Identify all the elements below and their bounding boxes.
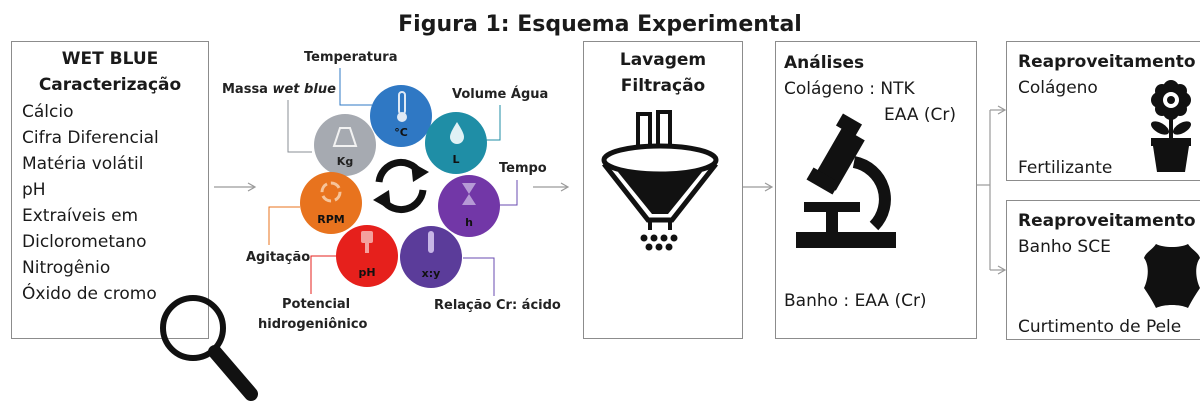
thermometer-icon: [397, 91, 407, 122]
leader-lines: [268, 68, 518, 296]
wet-blue-box: WET BLUE Caracterização Cálcio Cifra Dif…: [11, 41, 209, 339]
wet-blue-subtitle: Caracterização: [38, 75, 182, 95]
label-agitacao: Agitação: [246, 250, 311, 265]
ratio-text: x:y: [421, 267, 441, 280]
characterization-item: Cifra Diferencial: [22, 128, 159, 148]
label-temperatura: Temperatura: [304, 50, 398, 65]
ph-text: pH: [358, 266, 376, 279]
colageno-ntk: Colágeno : NTK: [784, 79, 915, 99]
ratio-circle: x:y: [400, 226, 462, 288]
characterization-item: Nitrogênio: [22, 258, 111, 278]
reaproveitamento-banho-box: Reaproveitamento Banho SCE Curtimento de…: [1006, 200, 1200, 340]
characterization-item: pH: [22, 180, 46, 200]
label-relacao: Relação Cr: ácido: [434, 298, 561, 313]
microscope-icon: [796, 113, 896, 248]
label-massa-italic: wet blue: [272, 82, 336, 97]
time-text: h: [465, 216, 473, 229]
magnifier-icon: [160, 295, 258, 401]
analises-title: Análises: [784, 53, 865, 73]
funnel-icon: [601, 110, 719, 251]
label-tempo: Tempo: [499, 161, 547, 176]
cycle-arrows-icon: [373, 159, 429, 213]
filtracao-label: Filtração: [620, 76, 706, 96]
colageno-eaa: EAA (Cr): [884, 105, 957, 125]
reaproveitamento-title-2: Reaproveitamento: [1018, 211, 1196, 231]
reaproveitamento-fertilizante: Fertilizante: [1018, 158, 1113, 178]
label-potencial-1: Potencial: [282, 297, 351, 312]
water-drop-icon: [450, 122, 464, 144]
wet-blue-title: WET BLUE: [61, 49, 159, 69]
temperature-text: °C: [394, 126, 408, 139]
water-volume-text: L: [452, 153, 460, 166]
characterization-item: Diclorometano: [22, 232, 147, 252]
reaproveitamento-title-1: Reaproveitamento: [1018, 52, 1196, 72]
reaproveitamento-curtimento: Curtimento de Pele: [1018, 317, 1182, 337]
characterization-item: Extraíveis em: [22, 206, 139, 226]
characterization-item: Cálcio: [22, 102, 74, 122]
hourglass-icon: [462, 183, 476, 205]
reaproveitamento-colageno: Colágeno: [1018, 78, 1098, 98]
reaproveitamento-banho-sce: Banho SCE: [1018, 237, 1111, 257]
arrow-wetblue-to-params: [214, 182, 257, 192]
characterization-item: Matéria volátil: [22, 154, 144, 174]
arrow-lavagem-to-analises: [741, 182, 774, 192]
analises-box: Análises Colágeno : NTK EAA (Cr) Banho :…: [775, 41, 977, 339]
rotation-icon: [320, 181, 342, 203]
ph-meter-icon: [361, 231, 373, 253]
label-massa-prefix: Massa: [222, 82, 273, 97]
label-potencial-2: hidrogeniônico: [258, 317, 368, 332]
arrow-params-to-lavagem: [533, 182, 570, 192]
mass-kg-text: Kg: [336, 155, 354, 168]
label-volume: Volume Água: [452, 87, 549, 102]
rpm-text: RPM: [317, 213, 345, 226]
lavagem-label: Lavagem: [619, 50, 707, 70]
test-tube-icon: [428, 231, 434, 253]
leather-hide-icon: [1144, 244, 1200, 308]
label-massa: Massa wet blue: [222, 82, 336, 97]
characterization-item: Óxido de cromo: [22, 284, 157, 304]
flower-pot-icon: [1150, 80, 1192, 172]
figure-title: Figura 1: Esquema Experimental: [398, 12, 802, 37]
arrow-analises-split: [976, 105, 1007, 275]
banho-eaa: Banho : EAA (Cr): [784, 291, 927, 311]
weight-icon: [332, 127, 358, 147]
